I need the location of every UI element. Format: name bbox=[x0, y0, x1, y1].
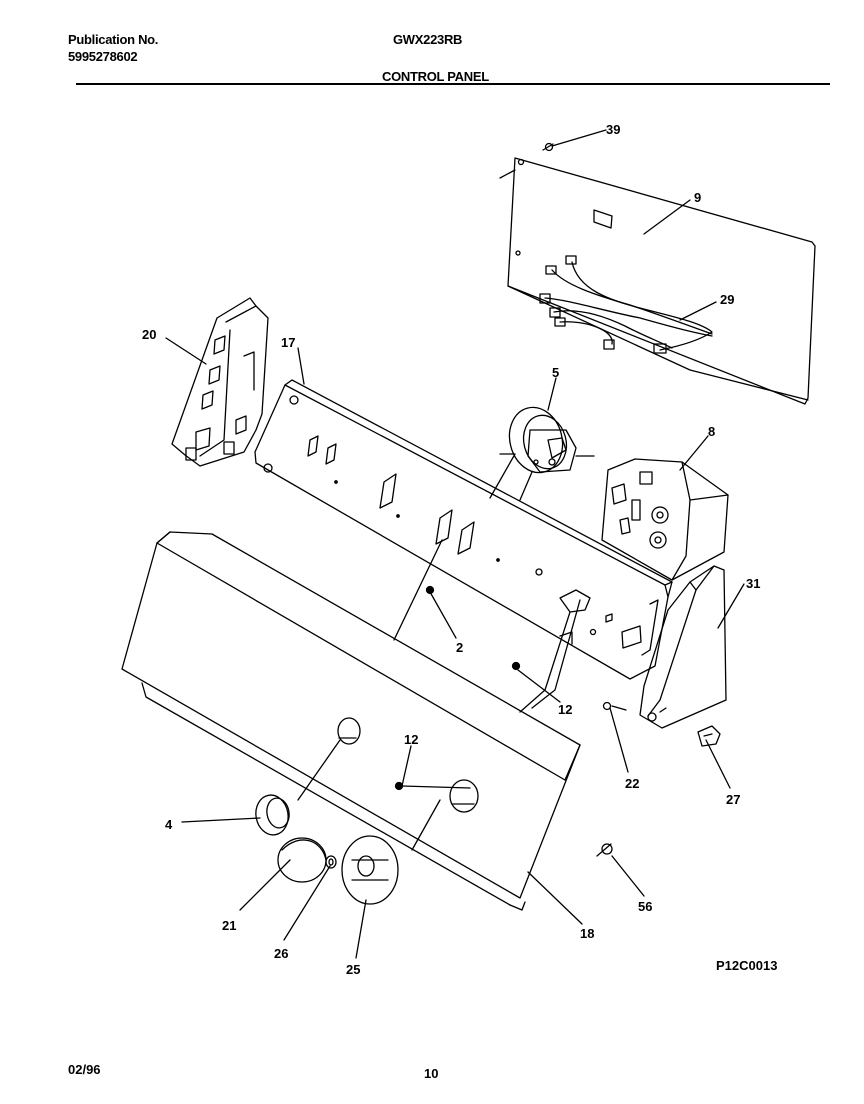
footer-date: 02/96 bbox=[68, 1062, 101, 1077]
part-dial-25 bbox=[341, 835, 399, 905]
callout-12-panel: 12 bbox=[404, 732, 418, 747]
header-rule bbox=[76, 83, 830, 85]
part-screws bbox=[394, 585, 521, 791]
part-washer-26 bbox=[325, 855, 337, 869]
model-number: GWX223RB bbox=[393, 32, 463, 47]
publication-number: 5995278602 bbox=[68, 49, 138, 64]
part-control-console bbox=[254, 379, 673, 680]
page-number: 10 bbox=[424, 1066, 439, 1081]
callout-8: 8 bbox=[708, 424, 715, 439]
publication-label: Publication No. bbox=[68, 32, 159, 47]
callout-4: 4 bbox=[165, 817, 173, 832]
leader-lines bbox=[165, 129, 745, 959]
callout-29: 29 bbox=[720, 292, 734, 307]
part-knob-4 bbox=[255, 794, 290, 836]
part-wire-harness bbox=[539, 255, 713, 354]
part-end-bracket bbox=[171, 297, 269, 467]
part-side-cover bbox=[639, 565, 727, 729]
callout-17: 17 bbox=[281, 335, 295, 350]
callout-39: 39 bbox=[606, 122, 620, 137]
callout-27: 27 bbox=[726, 792, 740, 807]
callout-21: 21 bbox=[222, 918, 236, 933]
figure-code: P12C0013 bbox=[716, 958, 777, 973]
part-front-panel bbox=[121, 531, 581, 911]
part-screw-39 bbox=[542, 142, 554, 152]
part-control-module bbox=[601, 458, 729, 581]
callout-9: 9 bbox=[694, 190, 701, 205]
part-screw-56 bbox=[596, 843, 613, 857]
callout-18: 18 bbox=[580, 926, 594, 941]
callout-31: 31 bbox=[746, 576, 760, 591]
part-rear-panel bbox=[499, 157, 816, 405]
part-cap-21 bbox=[277, 837, 327, 883]
part-clip-27 bbox=[697, 725, 721, 747]
callout-25: 25 bbox=[346, 962, 360, 977]
callout-12-console: 12 bbox=[558, 702, 572, 717]
callout-22: 22 bbox=[625, 776, 639, 791]
callout-5: 5 bbox=[552, 365, 559, 380]
section-title: CONTROL PANEL bbox=[382, 69, 489, 84]
part-timer-switch bbox=[489, 406, 595, 501]
callout-56: 56 bbox=[638, 899, 652, 914]
part-screw-22 bbox=[602, 701, 627, 711]
part-panel-bracket bbox=[519, 589, 591, 713]
callout-2: 2 bbox=[456, 640, 463, 655]
callout-20: 20 bbox=[142, 327, 156, 342]
callout-26: 26 bbox=[274, 946, 288, 961]
